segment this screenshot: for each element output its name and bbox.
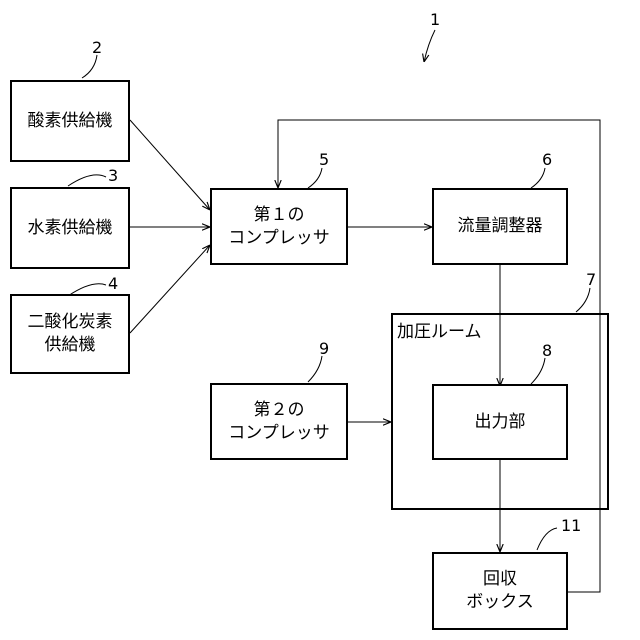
first-compressor-label-line2: コンプレッサ (228, 227, 330, 250)
oxygen-supplier-box: 酸素供給機 (10, 80, 130, 162)
co2-supplier-label-line2: 供給機 (28, 334, 113, 357)
oxygen-supplier-label: 酸素供給機 (28, 110, 113, 133)
ref-flow-regulator: 6 (542, 150, 552, 169)
output-unit-label: 出力部 (475, 411, 526, 434)
figure-number: 1 (430, 10, 440, 29)
co2-supplier-label-line1: 二酸化炭素 (28, 311, 113, 334)
ref-second-compressor: 9 (319, 339, 329, 358)
ref-co2-supplier: 4 (108, 274, 118, 293)
second-compressor-label-line1: 第２の (228, 399, 330, 422)
ref-hydrogen-supplier: 3 (108, 166, 118, 185)
leader-6 (531, 168, 545, 188)
ref-oxygen-supplier: 2 (92, 38, 102, 57)
leader-11 (537, 528, 557, 550)
hydrogen-supplier-box: 水素供給機 (10, 187, 130, 269)
first-compressor-label-line1: 第１の (228, 204, 330, 227)
pressurized-room-label: 加圧ルーム (397, 317, 482, 342)
second-compressor-label-line2: コンプレッサ (228, 422, 330, 445)
second-compressor-box: 第２の コンプレッサ (210, 383, 348, 460)
ref-first-compressor: 5 (319, 150, 329, 169)
recovery-box-label-line2: ボックス (466, 591, 534, 614)
arrow-co2-to-compressor (130, 245, 210, 333)
hydrogen-supplier-label: 水素供給機 (28, 217, 113, 240)
leader-5 (308, 168, 322, 188)
leader-2 (82, 55, 97, 78)
ref-pressurized-room: 7 (586, 270, 596, 289)
arrow-oxygen-to-compressor (130, 120, 210, 210)
leader-7 (576, 288, 590, 312)
leader-3 (68, 175, 106, 186)
recovery-box-label-line1: 回収 (466, 568, 534, 591)
ref-recovery-box: 11 (561, 516, 581, 535)
flow-regulator-box: 流量調整器 (432, 188, 568, 265)
recovery-box: 回収 ボックス (432, 552, 568, 630)
co2-supplier-box: 二酸化炭素 供給機 (10, 294, 130, 374)
leader-1 (424, 30, 435, 62)
flow-regulator-label: 流量調整器 (458, 215, 543, 238)
first-compressor-box: 第１の コンプレッサ (210, 188, 348, 265)
leader-9 (308, 356, 322, 382)
output-unit-box: 出力部 (432, 384, 568, 460)
